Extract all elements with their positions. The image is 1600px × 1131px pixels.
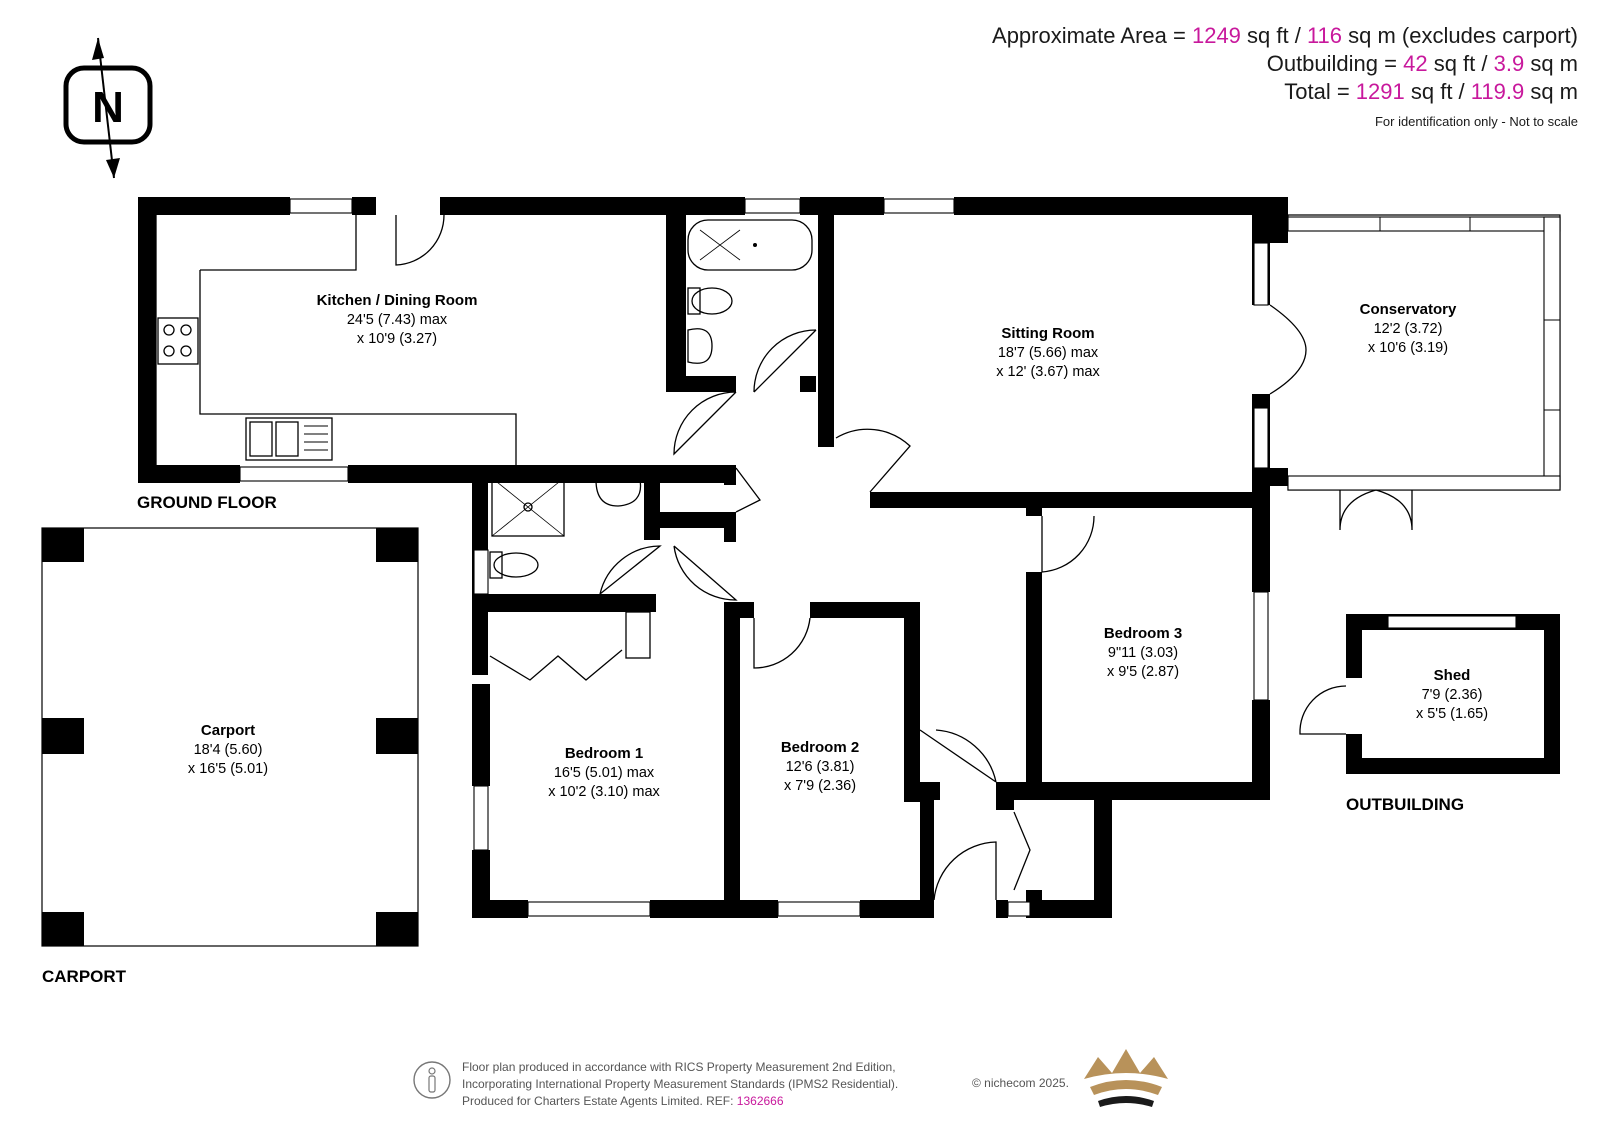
north-arrow-icon: N [63, 37, 153, 179]
shower-icon [491, 477, 565, 537]
approximate-area-line: Approximate Area = 1249 sq ft / 116 sq m… [992, 23, 1578, 48]
identification-note: For identification only - Not to scale [1374, 114, 1578, 129]
total-area-line: Total = 1291 sq ft / 119.9 sq m [1284, 79, 1578, 104]
room-sitting-label: Sitting Room 18'7 (5.66) max x 12' (3.67… [996, 325, 1100, 380]
copyright-text: © nichecom 2025. [972, 1076, 1069, 1090]
svg-text:12'6 (3.81): 12'6 (3.81) [786, 759, 855, 775]
carport-structure [41, 527, 419, 947]
reference-number: 1362666 [736, 1094, 784, 1108]
svg-text:18'7 (5.66) max: 18'7 (5.66) max [998, 345, 1099, 361]
svg-text:7'9 (2.36): 7'9 (2.36) [1422, 687, 1483, 703]
room-conservatory-label: Conservatory 12'2 (3.72) x 10'6 (3.19) [1360, 301, 1457, 356]
basin-icon [595, 479, 642, 507]
svg-text:x 10'2 (3.10) max: x 10'2 (3.10) max [548, 784, 660, 800]
svg-text:x 12' (3.67) max: x 12' (3.67) max [996, 364, 1100, 380]
svg-text:Conservatory: Conservatory [1360, 301, 1457, 318]
house-walls [138, 197, 1288, 918]
room-shed-label: Shed 7'9 (2.36) x 5'5 (1.65) [1416, 667, 1488, 722]
kitchen-worktop [155, 215, 517, 465]
wardrobe [489, 611, 651, 681]
toilet-icon [489, 551, 539, 579]
svg-text:x 7'9 (2.36): x 7'9 (2.36) [784, 778, 856, 794]
svg-text:x 16'5 (5.01): x 16'5 (5.01) [188, 761, 268, 777]
compass-letter: N [92, 83, 124, 132]
svg-text:12'2 (3.72): 12'2 (3.72) [1374, 321, 1443, 337]
area-summary: Approximate Area = 1249 sq ft / 116 sq m… [992, 22, 1578, 129]
ground-floor-label: GROUND FLOOR [137, 493, 277, 512]
footer-line-2: Incorporating International Property Mea… [462, 1077, 899, 1091]
svg-text:x 10'9 (3.27): x 10'9 (3.27) [357, 331, 437, 347]
svg-text:x 5'5 (1.65): x 5'5 (1.65) [1416, 706, 1488, 722]
svg-text:Sitting Room: Sitting Room [1001, 325, 1094, 342]
footer-line-3: Produced for Charters Estate Agents Limi… [462, 1094, 784, 1108]
doors [395, 214, 1307, 901]
windows [239, 198, 1269, 917]
room-carport-label: Carport 18'4 (5.60) x 16'5 (5.01) [188, 722, 268, 777]
shed-structure [1299, 614, 1560, 774]
svg-text:24'5 (7.43) max: 24'5 (7.43) max [347, 312, 448, 328]
svg-text:x 9'5 (2.87): x 9'5 (2.87) [1107, 664, 1179, 680]
svg-text:9"11 (3.03): 9"11 (3.03) [1108, 645, 1178, 661]
hob-icon [157, 317, 199, 365]
carport-section-label: CARPORT [42, 967, 127, 986]
basin-icon [687, 328, 713, 364]
room-kitchen-label: Kitchen / Dining Room 24'5 (7.43) max x … [317, 292, 478, 347]
room-bedroom2-label: Bedroom 2 12'6 (3.81) x 7'9 (2.36) [781, 739, 859, 794]
toilet-icon [687, 287, 733, 315]
outbuilding-section-label: OUTBUILDING [1346, 795, 1464, 814]
svg-text:Bedroom 1: Bedroom 1 [565, 745, 643, 762]
svg-text:Kitchen / Dining Room: Kitchen / Dining Room [317, 292, 478, 309]
svg-text:16'5 (5.01) max: 16'5 (5.01) max [554, 765, 655, 781]
svg-text:x 10'6 (3.19): x 10'6 (3.19) [1368, 340, 1448, 356]
svg-text:Bedroom 3: Bedroom 3 [1104, 625, 1182, 642]
sink-icon [245, 417, 333, 461]
room-bedroom3-label: Bedroom 3 9"11 (3.03) x 9'5 (2.87) [1104, 625, 1182, 680]
person-icon [413, 1061, 451, 1099]
conservatory-frame [1287, 214, 1561, 531]
svg-text:18'4 (5.60): 18'4 (5.60) [194, 742, 263, 758]
footer-line-1: Floor plan produced in accordance with R… [462, 1060, 896, 1074]
svg-text:Shed: Shed [1434, 667, 1471, 684]
room-bedroom1-label: Bedroom 1 16'5 (5.01) max x 10'2 (3.10) … [548, 745, 660, 800]
svg-text:Bedroom 2: Bedroom 2 [781, 739, 859, 756]
crown-logo-icon [1084, 1049, 1168, 1107]
footer-text: Floor plan produced in accordance with R… [462, 1059, 898, 1110]
svg-text:Carport: Carport [201, 722, 255, 739]
bath-icon [687, 219, 813, 271]
outbuilding-area-line: Outbuilding = 42 sq ft / 3.9 sq m [1266, 51, 1578, 76]
